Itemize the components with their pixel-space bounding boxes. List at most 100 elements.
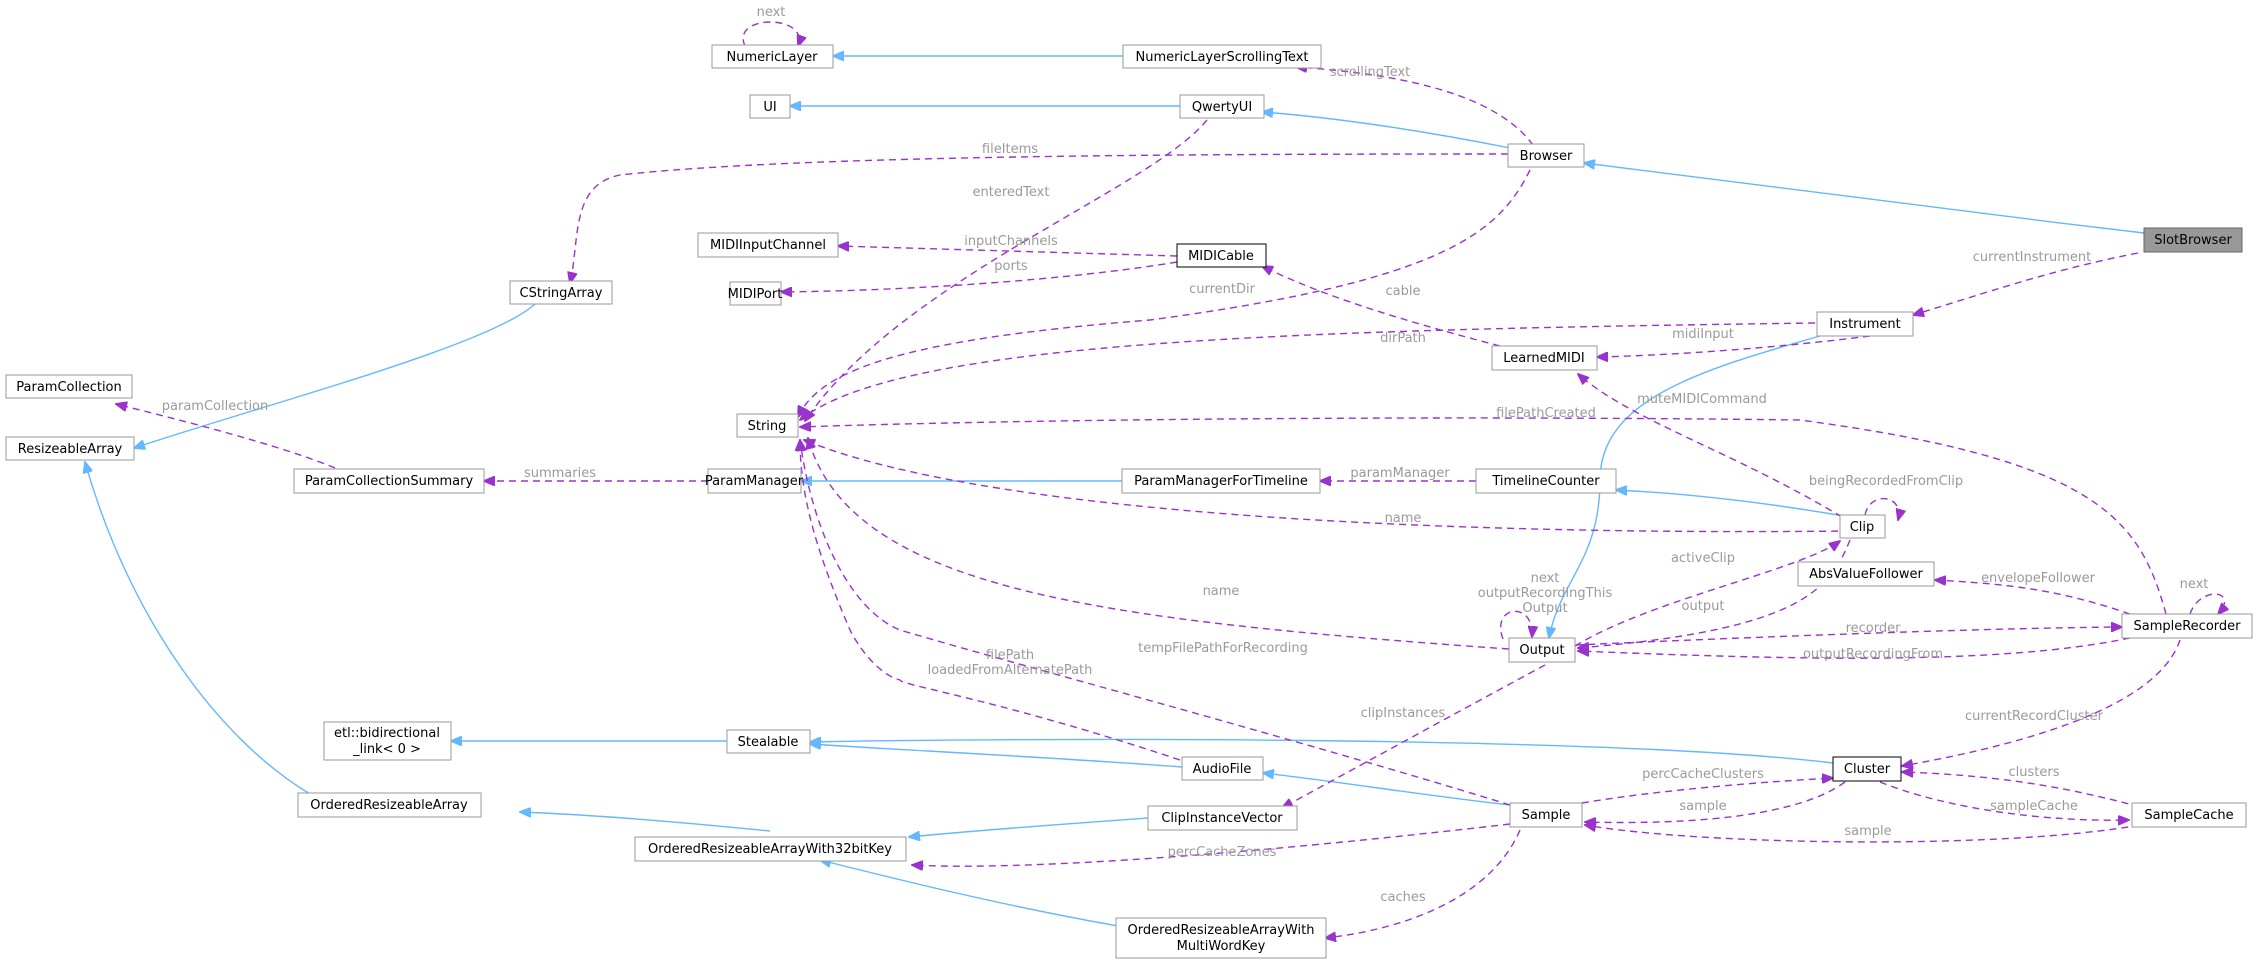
node-label-parammanagerfortimeline: ParamManagerForTimeline xyxy=(1134,474,1308,489)
node-label-midicable: MIDICable xyxy=(1188,249,1254,264)
edge-label-next-output-3: Output xyxy=(1522,601,1567,616)
node-label-clipinstancevector: ClipInstanceVector xyxy=(1161,811,1283,826)
node-label-ordered32: OrderedResizeableArrayWith32bitKey xyxy=(648,842,892,857)
edge-label-cable: cable xyxy=(1386,284,1421,299)
node-etl-bidirectional-link[interactable]: etl::bidirectional _link< 0 > xyxy=(323,721,452,761)
edge-label-recorder: recorder xyxy=(1846,621,1902,636)
edge-cluster-samplecache xyxy=(1879,781,2129,820)
node-browser[interactable]: Browser xyxy=(1507,143,1585,168)
node-parammanager[interactable]: ParamManager xyxy=(705,468,804,494)
edge-label-name-output: name xyxy=(1203,584,1240,599)
node-midicable[interactable]: MIDICable xyxy=(1176,243,1267,268)
node-ui[interactable]: UI xyxy=(749,94,791,119)
node-clip[interactable]: Clip xyxy=(1839,514,1886,539)
node-midiinputchannel[interactable]: MIDIInputChannel xyxy=(697,232,839,258)
edge-labels: next scrollingText fileItems enteredText… xyxy=(162,5,2209,905)
nodes: NumericLayer NumericLayerScrollingText U… xyxy=(5,44,2253,959)
node-label-numericlayer: NumericLayer xyxy=(727,50,819,65)
node-samplerecorder[interactable]: SampleRecorder xyxy=(2121,613,2253,639)
edge-samplecache-sample xyxy=(1585,825,2141,843)
node-label-samplecache: SampleCache xyxy=(2144,808,2233,823)
edge-label-inputchannels: inputChannels xyxy=(964,234,1058,249)
node-label-etl-line2: _link< 0 > xyxy=(352,742,421,757)
edge-learnedmidi-cable xyxy=(1262,266,1501,347)
node-orderedresizeablearray[interactable]: OrderedResizeableArray xyxy=(297,792,482,818)
node-label-sample: Sample xyxy=(1522,808,1571,823)
edge-label-samplecache: sampleCache xyxy=(1990,799,2078,814)
node-numericlayer[interactable]: NumericLayer xyxy=(711,44,834,69)
node-cstringarray[interactable]: CStringArray xyxy=(509,280,613,305)
edge-midicable-ports xyxy=(781,261,1178,292)
node-timelinecounter[interactable]: TimelineCounter xyxy=(1475,468,1617,494)
node-output[interactable]: Output xyxy=(1508,637,1576,663)
edge-output-name xyxy=(808,438,1510,650)
edge-sample-perccachezones xyxy=(912,823,1511,866)
edge-label-midiinput: midiInput xyxy=(1672,327,1734,342)
node-label-qwertyui: QwertyUI xyxy=(1192,100,1252,115)
node-sample[interactable]: Sample xyxy=(1509,802,1583,828)
inheritance-edges xyxy=(85,56,2145,927)
edge-clip-mutemidicommand xyxy=(1578,374,1843,518)
edge-orderedresizeablearray-to-resizeablearray xyxy=(85,462,311,795)
node-paramcollection[interactable]: ParamCollection xyxy=(5,374,133,399)
node-clipinstancevector[interactable]: ClipInstanceVector xyxy=(1147,805,1298,831)
edge-label-envelopefollower: envelopeFollower xyxy=(1981,571,2096,586)
edge-sample-tempfilepath xyxy=(800,440,1511,806)
node-label-absvaluefollower: AbsValueFollower xyxy=(1809,567,1923,582)
node-audiofile[interactable]: AudioFile xyxy=(1181,756,1264,781)
edge-label-next-output-2: outputRecordingThis xyxy=(1478,586,1613,601)
edge-label-clusters: clusters xyxy=(2009,765,2060,780)
node-string[interactable]: String xyxy=(736,413,799,438)
edge-label-ports: ports xyxy=(994,259,1028,274)
node-label-stealable: Stealable xyxy=(738,735,799,750)
edge-output-clipinstances xyxy=(1282,664,1546,808)
edge-slotbrowser-currentinstrument xyxy=(1913,252,2139,315)
node-label-paramcollection: ParamCollection xyxy=(16,380,122,395)
node-cluster[interactable]: Cluster xyxy=(1832,756,1902,782)
edge-label-mutemidicommand: muteMIDICommand xyxy=(1637,392,1767,407)
node-paramcollectionsummary[interactable]: ParamCollectionSummary xyxy=(293,468,485,494)
edge-browser-currentdir xyxy=(798,169,1531,417)
edge-label-caches: caches xyxy=(1380,890,1425,905)
node-orderedresizeablearraywith32bitkey[interactable]: OrderedResizeableArrayWith32bitKey xyxy=(634,836,907,862)
edge-label-paramcollection: paramCollection xyxy=(162,399,269,414)
node-instrument[interactable]: Instrument xyxy=(1816,311,1914,337)
node-label-etl-line1: etl::bidirectional xyxy=(334,726,440,741)
edge-samplerecorder-envelopefollower xyxy=(1935,580,2131,615)
node-numericlayerscrollingtext[interactable]: NumericLayerScrollingText xyxy=(1122,44,1322,69)
node-slotbrowser[interactable]: SlotBrowser xyxy=(2143,227,2243,253)
node-label-paramcollectionsummary: ParamCollectionSummary xyxy=(305,474,474,489)
edge-label-fileitems: fileItems xyxy=(982,142,1038,157)
node-label-string: String xyxy=(748,419,787,434)
usage-edges xyxy=(116,21,2225,938)
node-label-cluster: Cluster xyxy=(1844,762,1891,777)
node-label-cstringarray: CStringArray xyxy=(520,286,603,301)
node-learnedmidi[interactable]: LearnedMIDI xyxy=(1491,345,1598,371)
node-label-slotbrowser: SlotBrowser xyxy=(2154,233,2232,248)
edge-samplerecorder-currentrecordcluster xyxy=(1902,639,2181,766)
node-parammanagerfortimeline[interactable]: ParamManagerForTimeline xyxy=(1121,468,1321,494)
node-label-browser: Browser xyxy=(1520,149,1573,164)
edge-label-sample-cluster: sample xyxy=(1679,799,1726,814)
node-label-numericlayerscrollingtext: NumericLayerScrollingText xyxy=(1135,50,1308,65)
edge-instrument-dirpath xyxy=(800,322,1816,420)
node-samplecache[interactable]: SampleCache xyxy=(2131,802,2247,828)
edge-orderedmulti-to-ordered32 xyxy=(820,860,1119,927)
node-resizeablearray[interactable]: ResizeableArray xyxy=(5,436,135,461)
edge-label-next-recorder: next xyxy=(2180,577,2209,592)
edge-clip-self-beingrecordedfromclip xyxy=(1864,498,1899,520)
edge-label-next-output-1: next xyxy=(1531,571,1560,586)
edge-audiofile-filepath xyxy=(800,440,1181,761)
edge-label-next-numeric: next xyxy=(757,5,786,20)
edge-samplerecorder-outputrecordingfrom xyxy=(1578,637,2131,659)
node-qwertyui[interactable]: QwertyUI xyxy=(1179,94,1265,119)
node-stealable[interactable]: Stealable xyxy=(726,729,811,754)
node-midiport[interactable]: MIDIPort xyxy=(728,281,783,306)
edge-sample-perccacheclusters xyxy=(1581,778,1833,804)
edge-label-output: output xyxy=(1682,599,1725,614)
edge-label-clipinstances: clipInstances xyxy=(1361,706,1446,721)
node-absvaluefollower[interactable]: AbsValueFollower xyxy=(1797,561,1935,587)
node-label-output: Output xyxy=(1519,643,1564,658)
node-orderedresizeablearraywithmultiwordkey[interactable]: OrderedResizeableArrayWith MultiWordKey xyxy=(1115,917,1327,959)
